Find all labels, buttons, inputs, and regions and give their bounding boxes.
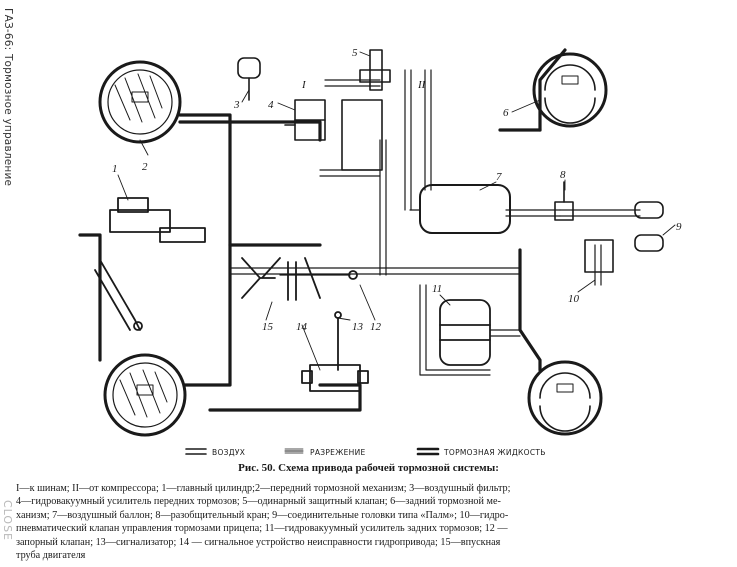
callout-14: 14 — [296, 321, 308, 333]
callout-labels: 1 2 3 4 5 6 7 8 9 10 11 12 13 14 15 I II — [112, 47, 682, 333]
callout-7: 7 — [496, 171, 502, 183]
callout-1: 1 — [112, 163, 118, 175]
trailer-control-valve — [584, 239, 614, 273]
disconnect-valve — [554, 181, 574, 221]
callout-3: 3 — [233, 99, 240, 111]
callout-roman-ii: II — [417, 79, 427, 91]
callout-11: 11 — [432, 283, 442, 295]
callout-4: 4 — [268, 99, 274, 111]
air-filter — [237, 57, 261, 101]
callout-12: 12 — [370, 321, 382, 333]
legend-vacuum: РАЗРЕЖЕНИЕ — [310, 448, 366, 457]
callout-leaders — [117, 51, 676, 371]
legend-fluid: ТОРМОЗНАЯ ЖИДКОСТЬ — [443, 448, 546, 457]
brake-system-diagram: 1 2 3 4 5 6 7 8 9 10 11 12 13 14 15 I II… — [78, 47, 682, 457]
legend-swatches — [185, 447, 440, 456]
front-vacuum-booster — [284, 99, 326, 141]
air-tank — [419, 184, 511, 234]
sidebar-title: ГАЗ-66: Тормозное управление — [2, 8, 14, 187]
callout-13: 13 — [352, 321, 364, 333]
callout-5: 5 — [352, 47, 358, 59]
callout-2: 2 — [142, 161, 148, 173]
rear-vacuum-booster — [439, 299, 491, 366]
front-brake-drum-top — [98, 60, 182, 144]
hydraulic-lines — [78, 48, 567, 412]
protective-valve — [341, 49, 391, 171]
rear-brake-drum-bottom — [527, 360, 603, 436]
palm-couplings — [634, 201, 664, 252]
rear-brake-drum-top — [532, 52, 608, 128]
figure-caption: Рис. 50. Схема привода рабочей тормозной… — [238, 462, 499, 474]
master-cylinder — [94, 197, 206, 331]
callout-9: 9 — [676, 221, 682, 233]
callout-6: 6 — [503, 107, 509, 119]
front-brake-drum-bottom — [103, 353, 187, 437]
figure-legend-text: I—к шинам; II—от компрессора; 1—главный … — [16, 483, 511, 562]
callout-roman-i: I — [301, 79, 307, 91]
legend-air: ВОЗДУХ — [212, 448, 245, 457]
callout-8: 8 — [560, 169, 566, 181]
callout-15: 15 — [262, 321, 274, 333]
callout-10: 10 — [568, 293, 580, 305]
close-button[interactable]: CLOSE — [1, 500, 14, 542]
air-vacuum-pipes — [229, 69, 641, 376]
intake-pipe — [241, 257, 358, 301]
